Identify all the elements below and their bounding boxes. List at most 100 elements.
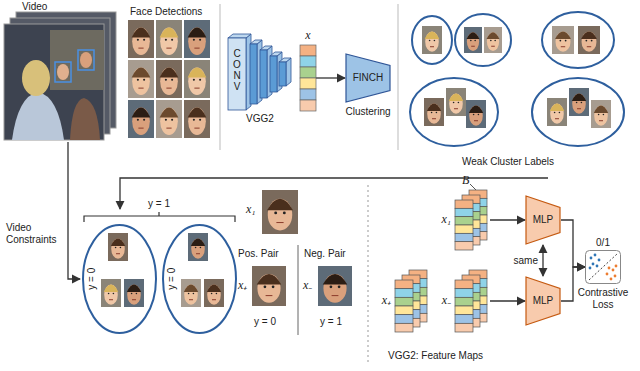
face-eye <box>165 79 167 81</box>
face-mouth <box>561 46 565 47</box>
face-mouth <box>474 120 478 121</box>
face-background <box>156 60 182 98</box>
variable-label: x₁ <box>246 203 256 217</box>
node-shape <box>395 270 430 332</box>
face-eye <box>171 79 173 81</box>
plot-dot <box>594 254 597 257</box>
face-thumbnail <box>422 26 442 54</box>
face-skin <box>582 32 597 52</box>
face-eye <box>473 114 475 116</box>
vertical-label: CONV <box>232 48 242 92</box>
variable-label: x₋ <box>442 294 451 308</box>
face-mouth <box>138 48 143 49</box>
face-thumbnail <box>184 20 210 58</box>
face-eye <box>188 293 190 295</box>
face-skin <box>188 68 206 95</box>
face-thumbnail <box>466 100 486 128</box>
face-thumbnail <box>128 20 154 58</box>
face-mouth <box>116 253 120 254</box>
face-eye <box>264 285 267 288</box>
face-eye <box>171 119 173 121</box>
face-hair <box>160 28 179 38</box>
decision-line <box>589 254 617 280</box>
face-hair <box>188 108 207 118</box>
face-eye <box>211 293 213 295</box>
cluster-outline <box>532 78 624 146</box>
face-skin <box>323 274 346 303</box>
face-hair <box>188 28 207 38</box>
cluster-outline <box>410 78 498 146</box>
map-cell <box>395 280 413 289</box>
face-hair <box>323 274 347 284</box>
face-eye <box>108 293 110 295</box>
face-hair <box>555 32 571 39</box>
face-background <box>128 60 154 98</box>
face-mouth <box>196 253 200 254</box>
face-eye <box>434 40 436 42</box>
face-mouth <box>132 299 136 300</box>
face-skin <box>257 274 280 303</box>
face-background <box>318 266 352 306</box>
trapezoid-outline <box>526 196 560 244</box>
face-thumbnail <box>128 60 154 98</box>
face-skin <box>550 104 564 124</box>
scene-person-body <box>70 98 100 140</box>
face-thumbnail <box>156 100 182 138</box>
map-cell <box>455 208 473 216</box>
vector-cell <box>300 67 316 78</box>
face-eye <box>494 40 496 42</box>
face-mouth <box>599 120 603 121</box>
connector <box>316 77 345 78</box>
connector <box>542 245 543 276</box>
face-hair <box>111 239 125 246</box>
face-thumbnail <box>156 60 182 98</box>
face-eye <box>330 285 333 288</box>
panel-label: Face Detections <box>130 6 202 18</box>
face-background <box>156 100 182 138</box>
face-mouth <box>138 88 143 89</box>
map-cell <box>395 289 413 298</box>
map-cell <box>455 217 473 225</box>
face-box <box>78 50 94 70</box>
vector-cell <box>300 100 316 111</box>
face-eye <box>113 293 115 295</box>
face-eye <box>603 114 605 116</box>
face-eye <box>131 293 133 295</box>
face-eye <box>165 119 167 121</box>
face-background <box>128 100 154 138</box>
face-eye <box>272 285 275 288</box>
face-background <box>591 100 611 128</box>
face-skin <box>160 108 178 135</box>
face-hair <box>467 32 480 39</box>
scene-wall <box>50 30 104 90</box>
plot-dot <box>598 259 601 262</box>
face-background <box>422 26 442 54</box>
face-skin <box>207 285 221 305</box>
constraint-circle: y = 0 <box>82 224 157 334</box>
face-thumbnail <box>108 233 128 261</box>
map-cell <box>455 200 473 208</box>
face-eye <box>120 247 122 249</box>
map-cell <box>455 323 473 332</box>
face-eye <box>199 79 201 81</box>
face-background <box>446 88 466 116</box>
face-eye <box>137 119 139 121</box>
face-background <box>128 20 154 58</box>
face-mouth <box>430 46 434 47</box>
face-box <box>55 62 71 82</box>
face-thumbnail <box>181 279 201 307</box>
separator-line <box>220 4 221 150</box>
face-eye <box>193 119 195 121</box>
constraint-circle: y = 0 <box>162 224 237 334</box>
cluster-outline <box>455 14 511 66</box>
face-background <box>188 233 208 261</box>
face-mouth <box>189 299 193 300</box>
face-thumbnail <box>188 233 208 261</box>
face-background <box>466 100 486 128</box>
separator-line <box>368 185 369 365</box>
face-thumbnail <box>547 98 567 126</box>
mlp-block: MLP <box>525 276 561 326</box>
node-label: 0/1 <box>596 237 610 249</box>
face-eye <box>274 211 277 214</box>
